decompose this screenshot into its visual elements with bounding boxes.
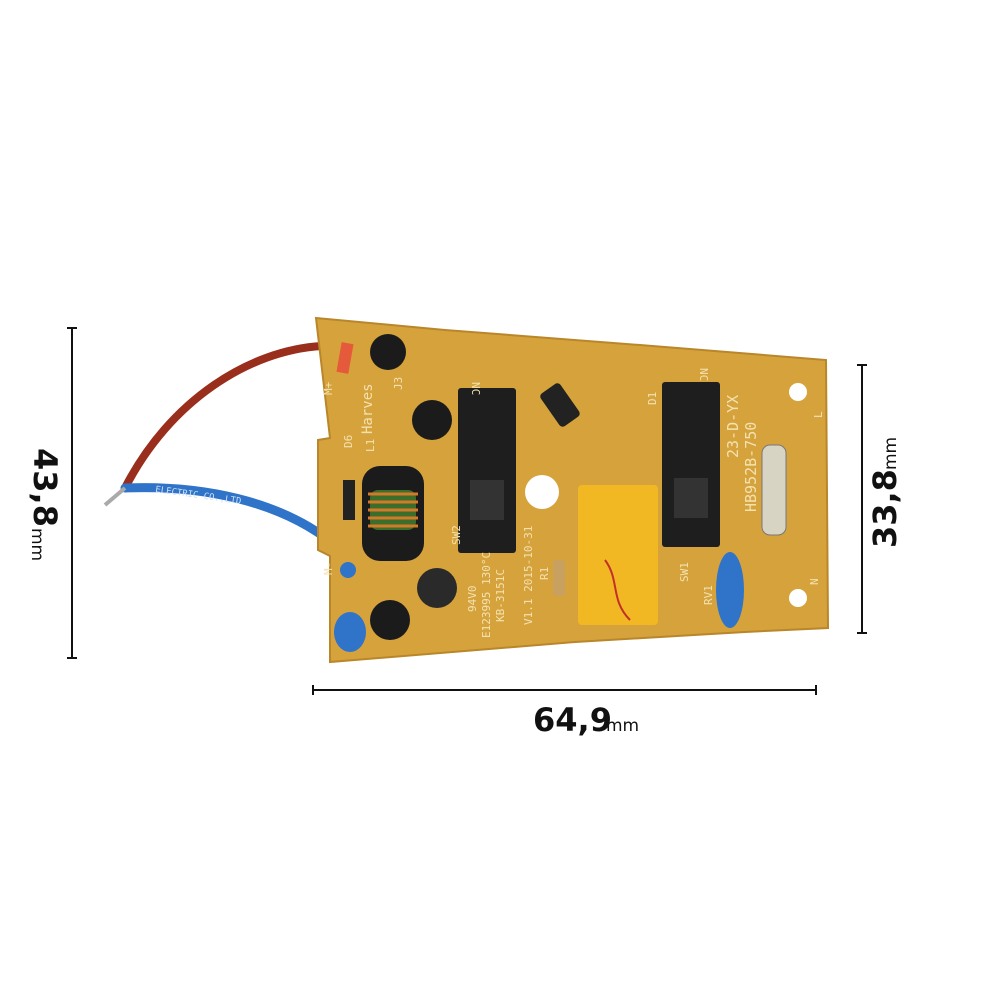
mount-hole — [789, 383, 807, 401]
wire-tip — [103, 486, 127, 507]
label-sw2: SW2 — [450, 525, 463, 545]
dimension-height-total: 43,8 mm — [26, 448, 64, 561]
varistor-rv1 — [716, 552, 744, 628]
label-part: KB-3151C — [494, 569, 507, 622]
diode-d1 — [540, 383, 580, 427]
label-cert: E123995 130°C — [480, 552, 493, 638]
component — [417, 568, 457, 608]
relay-button — [470, 480, 504, 520]
relay-button — [674, 478, 708, 518]
model-label-1: 23-D-YX — [724, 395, 742, 458]
fuse — [761, 444, 787, 536]
component — [412, 400, 452, 440]
dimension-value: 64,9 — [533, 701, 612, 739]
dimension-height-board: 33,8 mm — [866, 437, 904, 548]
capacitor-blue — [334, 612, 366, 652]
red-wire — [121, 342, 326, 492]
silkscreen: Harves 23-D-YX HB952B-750 SW2 SW1 NC NC … — [322, 368, 825, 638]
dimension-value: 43,8 — [26, 448, 64, 527]
label-nc2: NC — [697, 368, 710, 381]
label-nc1: NC — [469, 382, 482, 395]
blue-wire — [120, 483, 340, 550]
diode-d6 — [343, 480, 355, 520]
label-sw1: SW1 — [678, 562, 691, 582]
component — [370, 334, 406, 370]
relay-sw1 — [662, 382, 720, 547]
mount-hole — [340, 562, 356, 578]
label-n: N — [808, 578, 821, 585]
dimension-unit: mm — [606, 716, 639, 736]
brand-label: Harves — [360, 383, 376, 434]
label-l: L — [812, 411, 825, 418]
component — [370, 600, 410, 640]
mount-hole — [525, 475, 559, 509]
label-r1: R1 — [538, 567, 551, 580]
tag — [336, 342, 354, 374]
label-m-plus: M+ — [322, 381, 335, 395]
label-rating: 94V0 — [466, 586, 479, 613]
model-label-2: HB952B-750 — [742, 422, 760, 512]
dimension-value: 33,8 — [866, 469, 904, 548]
label-d6: D6 — [342, 435, 355, 448]
label-l1: L1 — [364, 439, 377, 452]
resistor-r1 — [553, 560, 565, 596]
dimension-width: 64,9 mm — [533, 701, 639, 739]
label-m-minus: M- — [322, 562, 335, 575]
label-d1: D1 — [646, 392, 659, 405]
label-version: V1.1 2015-10-31 — [522, 526, 535, 625]
dimension-unit: mm — [27, 528, 47, 561]
x-capacitor — [578, 485, 658, 625]
label-j3: J3 — [392, 377, 405, 390]
dimension-lines — [67, 327, 867, 695]
relay-sw2 — [458, 388, 516, 553]
dimension-unit: mm — [881, 437, 901, 470]
mount-hole — [789, 589, 807, 607]
label-rv1: RV1 — [702, 585, 715, 605]
